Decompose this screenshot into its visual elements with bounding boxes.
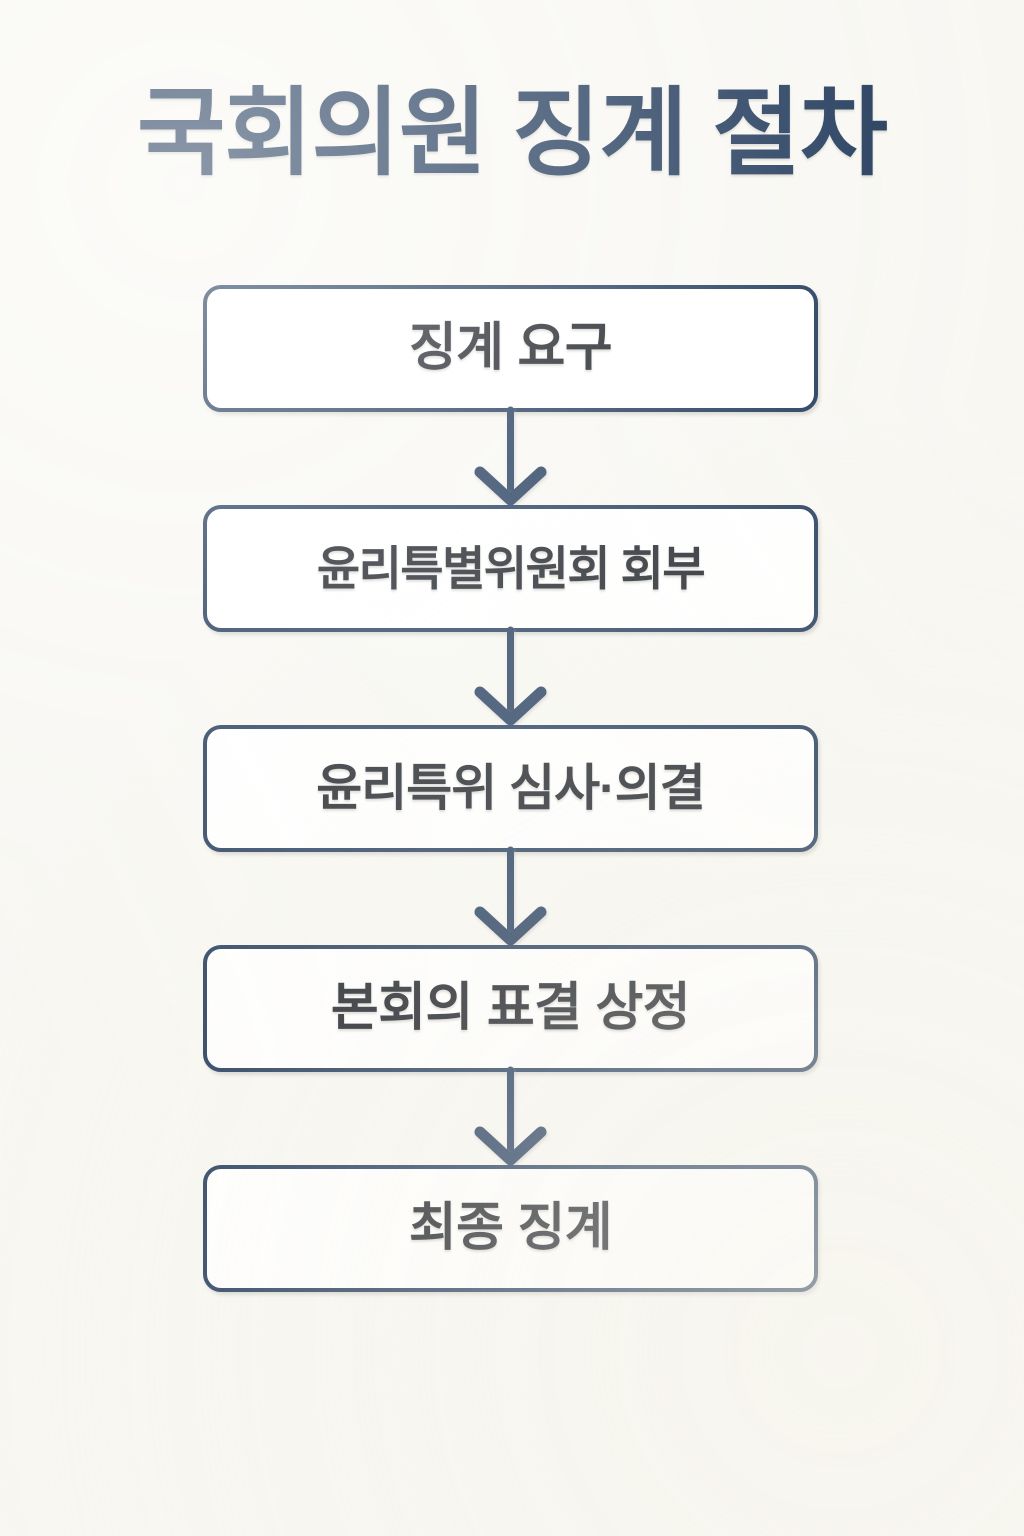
arrow-head-icon [474, 466, 547, 506]
flow-node-1-label: 징계 요구 [408, 318, 613, 377]
flow-connector-1 [203, 406, 818, 506]
flow-node-5-label: 최종 징계 [408, 1198, 613, 1257]
flow-connector-2 [203, 626, 818, 726]
page-title: 국회의원 징계 절차 [137, 80, 888, 187]
flow-node-1[interactable]: 징계 요구 [203, 285, 818, 412]
arrow-head-icon [474, 906, 547, 946]
flow-node-2-label: 윤리특별위원회 회부 [316, 541, 706, 595]
flow-connector-4 [203, 1066, 818, 1166]
arrow-head-icon [474, 686, 547, 726]
flow-node-3-label: 윤리특위 심사·의결 [316, 760, 706, 816]
arrow-head-icon [474, 1126, 547, 1166]
flow-node-5[interactable]: 최종 징계 [203, 1165, 818, 1292]
flow-connector-3 [203, 846, 818, 946]
flow-node-3[interactable]: 윤리특위 심사·의결 [203, 725, 818, 852]
flow-node-2[interactable]: 윤리특별위원회 회부 [203, 505, 818, 632]
flowchart: 징계 요구 윤리특별위원회 회부 윤리특위 심사·의결 [203, 285, 818, 1292]
flow-node-4-label: 본회의 표결 상정 [330, 978, 691, 1037]
flow-node-4[interactable]: 본회의 표결 상정 [203, 945, 818, 1072]
